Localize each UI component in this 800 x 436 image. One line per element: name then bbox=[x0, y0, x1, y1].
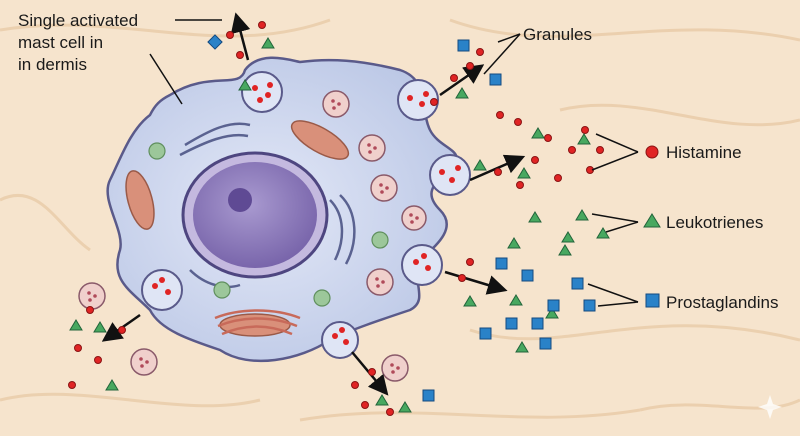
prostaglandins-label: Prostaglandins bbox=[666, 293, 778, 312]
degranulation-pockets bbox=[141, 71, 471, 359]
nucleus bbox=[193, 162, 317, 268]
dermis-background bbox=[0, 18, 800, 422]
sparkle-icon bbox=[758, 395, 782, 419]
histamine-label: Histamine bbox=[666, 143, 742, 162]
leukotrienes-label: Leukotrienes bbox=[666, 213, 763, 232]
cell-label-line3: in dermis bbox=[18, 55, 87, 74]
endoplasmic-reticulum bbox=[179, 122, 356, 289]
vesicles bbox=[148, 142, 389, 307]
cell-label-line2: mast cell in bbox=[18, 33, 103, 52]
prostaglandin-particles bbox=[207, 34, 596, 402]
golgi-apparatus bbox=[214, 309, 301, 336]
granules-label: Granules bbox=[523, 25, 592, 44]
histamine-icon bbox=[645, 145, 659, 159]
granule-dots bbox=[87, 99, 419, 374]
release-arrows bbox=[101, 12, 526, 396]
nucleolus bbox=[228, 188, 252, 212]
leukotrienes-icon bbox=[643, 213, 661, 228]
leader-lines bbox=[149, 19, 639, 307]
cell-label-line1: Single activated bbox=[18, 11, 138, 30]
leukotriene-particles bbox=[69, 37, 610, 413]
pocket-granules bbox=[152, 82, 461, 345]
histamine-particles bbox=[68, 21, 604, 416]
intracellular-granules bbox=[78, 90, 427, 382]
prostaglandins-icon bbox=[645, 293, 660, 308]
